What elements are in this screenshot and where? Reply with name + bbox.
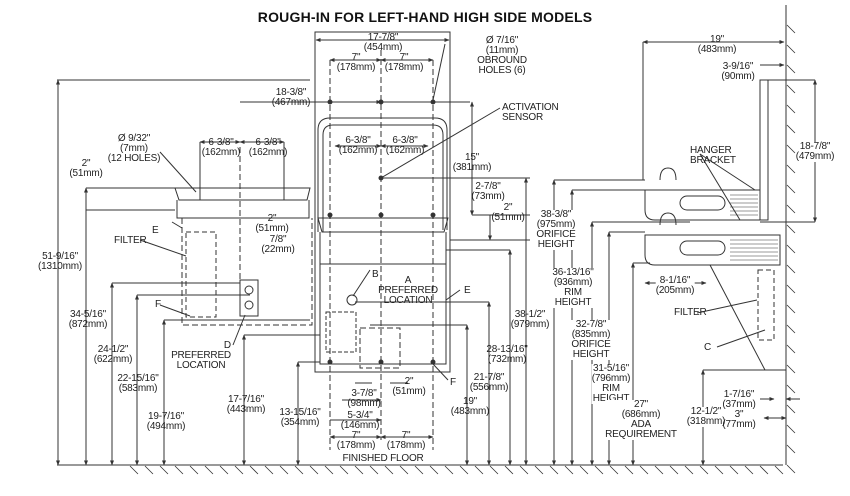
floor-hatch xyxy=(129,465,784,475)
dim-offset-18: 18-3/8"(467mm) xyxy=(271,87,311,108)
dim-2-bottom: 2"(51mm) xyxy=(392,376,426,397)
dim-7-8: 7/8"(22mm) xyxy=(261,234,295,255)
dim-34-5-16: 34-5/16"(872mm) xyxy=(68,309,108,330)
dim-13-15-16: 13-15/16"(354mm) xyxy=(279,407,321,428)
dim-2-left: 2"(51mm) xyxy=(69,158,103,179)
dim-21-7-8: 21-7/8"(556mm) xyxy=(469,372,509,393)
dim-right-unit-6-3-8-b: 6-3/8"(162mm) xyxy=(385,135,425,156)
lower-basin xyxy=(174,187,311,201)
wall-plate-outline xyxy=(314,31,451,373)
wall-hatch xyxy=(786,24,796,474)
electrical-outlet xyxy=(239,279,259,317)
upper-basin xyxy=(317,217,449,233)
side-dim-19: 19"(483mm) xyxy=(697,34,737,55)
dim-19: 19"(483mm) xyxy=(450,396,490,417)
filter-label-front: FILTER xyxy=(114,235,147,246)
filter-outline xyxy=(185,231,217,318)
dim-2-mid: 2"(51mm) xyxy=(255,213,289,234)
label-e-left: E xyxy=(152,225,159,236)
dim-24-1-2: 24-1/2"(622mm) xyxy=(93,344,133,365)
side-dim-3-9-16: 3-9/16"(90mm) xyxy=(721,61,755,82)
dim-22-15-16: 22-15/16"(583mm) xyxy=(117,373,159,394)
dim-left-unit-6-3-8-a: 6-3/8"(162mm) xyxy=(201,137,241,158)
finished-floor-label: FINISHED FLOOR xyxy=(342,453,424,464)
label-e-right: E xyxy=(464,285,471,296)
dim-15: 15"(381mm) xyxy=(452,152,492,173)
side-lower-unit xyxy=(644,234,781,266)
dim-top-right-7: 7"(178mm) xyxy=(384,52,424,73)
label-f-left: F xyxy=(155,299,161,310)
bottle-filler-frame xyxy=(317,117,448,230)
holes-12-label: Ø 9/32"(7mm)(12 HOLES) xyxy=(107,133,161,164)
label-c: C xyxy=(704,342,712,353)
dim-bottom-7-left: 7"(178mm) xyxy=(336,430,376,451)
dim-2-7-8: 2-7/8"(73mm) xyxy=(471,181,505,202)
side-upper-unit xyxy=(644,189,761,221)
filter-label-side: FILTER xyxy=(674,307,707,318)
dim-51-9-16: 51-9/16"(1310mm) xyxy=(38,251,82,272)
dim-28-13-16: 28-13/16"(732mm) xyxy=(486,344,528,365)
label-b: B xyxy=(372,269,379,280)
dim-left-unit-6-3-8-b: 6-3/8"(162mm) xyxy=(248,137,288,158)
label-f-right: F xyxy=(450,377,456,388)
upper-unit-body xyxy=(319,264,447,365)
side-dim-18-7-8: 18-7/8"(479mm) xyxy=(795,141,835,162)
dim-38-1-2: 38-1/2"(979mm) xyxy=(510,309,550,330)
center-lines xyxy=(239,50,434,450)
dim-17-7-16: 17-7/16"(443mm) xyxy=(226,394,266,415)
side-dim-1-7-16: 1-7/16"(37mm) xyxy=(722,389,756,410)
dim-right-unit-6-3-8-a: 6-3/8"(162mm) xyxy=(338,135,378,156)
dim-bottom-7-right: 7"(178mm) xyxy=(386,430,426,451)
side-dim-3: 3"(77mm) xyxy=(722,409,756,430)
side-dim-12-1-2: 12-1/2"(318mm) xyxy=(686,406,726,427)
side-filter xyxy=(757,269,775,341)
side-dim-8-1-16: 8-1/16"(205mm) xyxy=(655,275,695,296)
drawing-title: ROUGH-IN FOR LEFT-HAND HIGH SIDE MODELS xyxy=(257,9,593,25)
dim-2-right: 2"(51mm) xyxy=(491,202,525,223)
dim-top-width: 17-7/8"(454mm) xyxy=(363,32,403,53)
dim-3-7-8: 3-7/8"(98mm) xyxy=(347,388,381,409)
valve-assembly xyxy=(325,311,357,353)
dim-top-left-7: 7"(178mm) xyxy=(336,52,376,73)
lower-unit-body xyxy=(181,218,313,326)
hanger-bracket-plate xyxy=(759,79,769,221)
dim-5-3-4: 5-3/4"(146mm) xyxy=(340,410,380,431)
dim-19-7-16: 19-7/16"(494mm) xyxy=(146,411,186,432)
